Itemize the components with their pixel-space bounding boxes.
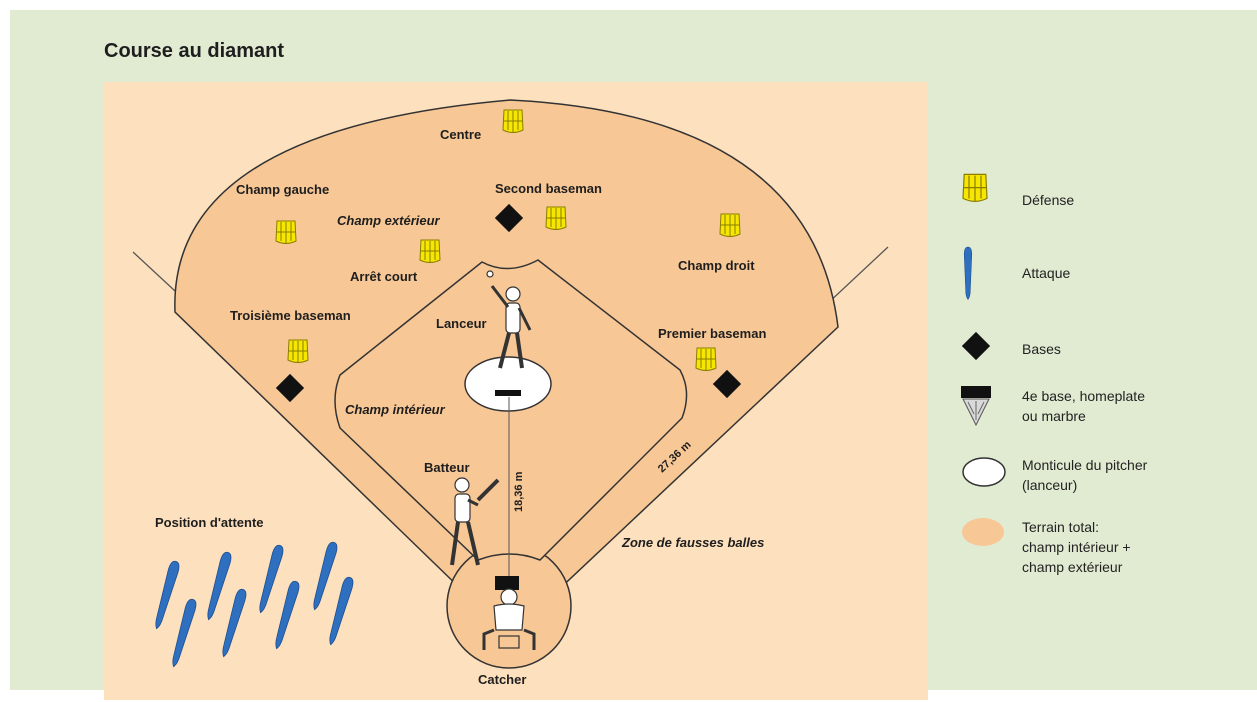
label-second-baseman: Second baseman (495, 181, 602, 196)
defense-glove-left-icon (275, 220, 297, 244)
label-zone-fausses-balles: Zone de fausses balles (621, 535, 764, 550)
pitcher-mound (464, 356, 552, 412)
legend-homeplate-label: 4e base, homeplate ou marbre (1022, 388, 1145, 424)
legend-bases-label: Bases (1022, 341, 1061, 357)
label-premier-baseman: Premier baseman (658, 326, 766, 341)
legend-defense-glove-icon (962, 173, 988, 203)
batter-figure-icon (450, 477, 500, 566)
label-catcher: Catcher (478, 672, 526, 687)
home-plate (495, 576, 519, 590)
legend-attaque-label: Attaque (1022, 265, 1071, 281)
defense-glove-centre-icon (502, 109, 524, 133)
defense-glove-third-icon (287, 339, 309, 363)
legend-attaque-bat-icon (963, 246, 973, 300)
label-centre: Centre (440, 127, 481, 142)
label-position-attente: Position d'attente (155, 515, 264, 530)
defense-glove-right-icon (719, 213, 741, 237)
label-arret-court: Arrêt court (350, 269, 418, 284)
label-batteur: Batteur (424, 460, 470, 475)
legend-base-icon (961, 331, 991, 361)
defense-glove-first-icon (695, 347, 717, 371)
label-troisieme-baseman: Troisième baseman (230, 308, 351, 323)
legend-monticule-icon (962, 457, 1006, 487)
legend-monticule-label: Monticule du pitcher (lanceur) (1022, 457, 1148, 493)
label-champ-interieur: Champ intérieur (345, 402, 446, 417)
third-base (275, 373, 305, 403)
label-champ-exterieur: Champ extérieur (337, 213, 441, 228)
catcher-figure-icon (482, 588, 536, 650)
legend-defense-label: Défense (1022, 192, 1075, 208)
defense-glove-shortstop-icon (419, 239, 441, 263)
legend-terrain-label: Terrain total: champ intérieur + champ e… (1022, 519, 1131, 575)
label-pitch-distance: 18,36 m (513, 471, 525, 512)
page-title: Course au diamant (104, 40, 285, 62)
defense-glove-second-icon (545, 206, 567, 230)
legend-terrain-icon (962, 518, 1004, 546)
pitcher-rubber (495, 390, 521, 396)
label-champ-gauche: Champ gauche (236, 182, 329, 197)
legend-homeplate-icon (961, 386, 991, 427)
first-base (712, 369, 742, 399)
pitcher-figure-icon (486, 270, 532, 369)
label-champ-droit: Champ droit (678, 258, 755, 273)
label-lanceur: Lanceur (436, 316, 487, 331)
